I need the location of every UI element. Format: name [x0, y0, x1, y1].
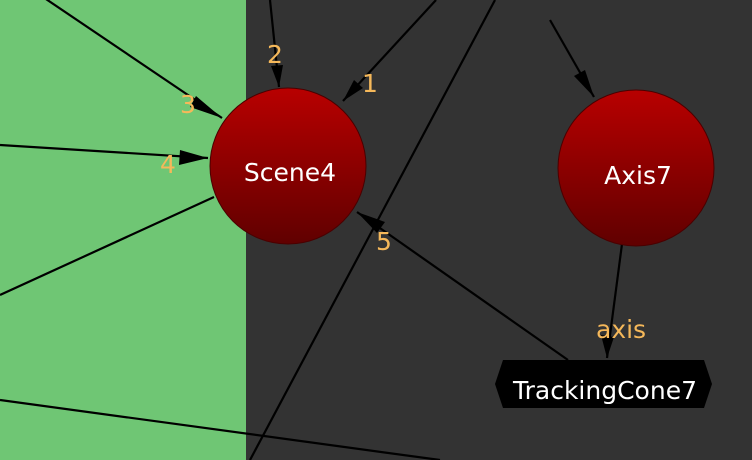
- port-label-1: 1: [362, 69, 378, 98]
- arrowhead-5: [357, 212, 385, 233]
- edge-in-4[interactable]: [0, 143, 209, 160]
- arrowhead-2: [271, 65, 283, 87]
- port-label-axis: axis: [596, 315, 646, 344]
- node-scene4-label: Scene4: [244, 158, 336, 187]
- arrowhead-axis-port: [601, 335, 614, 358]
- port-label-2: 2: [267, 40, 283, 69]
- node-scene4[interactable]: Scene4: [209, 87, 367, 245]
- node-trackingcone7[interactable]: TrackingCone7: [495, 360, 712, 408]
- arrowhead-4: [179, 150, 208, 165]
- node-scene4-circle: [209, 87, 367, 245]
- arrowhead-axis7: [574, 70, 594, 97]
- edge-in-5[interactable]: [356, 211, 569, 361]
- node-trackingcone7-label: TrackingCone7: [512, 376, 697, 405]
- node-axis7[interactable]: Axis7: [557, 89, 715, 247]
- node-axis7-circle: [557, 89, 715, 247]
- edges: [0, 0, 624, 460]
- arrowhead-1: [343, 80, 363, 101]
- edge-bottom[interactable]: [0, 398, 441, 460]
- left-panel-background: [0, 0, 246, 460]
- port-label-4: 4: [160, 150, 176, 179]
- node-trackingcone7-shape: [495, 360, 712, 408]
- node-axis7-label: Axis7: [604, 161, 672, 190]
- port-label-3: 3: [180, 90, 196, 119]
- edge-long-diagonal[interactable]: [249, 0, 496, 460]
- edge-scene4-out[interactable]: [0, 195, 215, 297]
- port-label-5: 5: [376, 227, 392, 256]
- arrowhead-3: [190, 96, 222, 118]
- edge-in-3[interactable]: [40, 0, 223, 119]
